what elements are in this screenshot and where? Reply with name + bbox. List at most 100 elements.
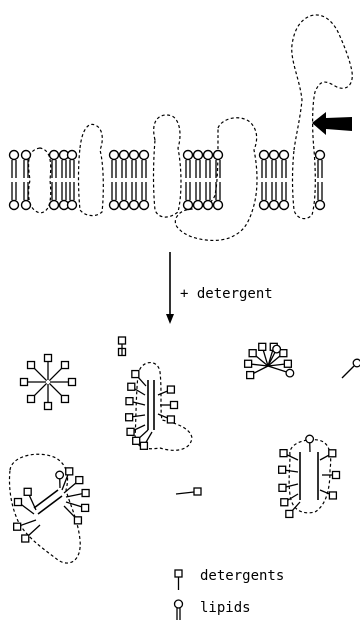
lipid-pair (60, 151, 69, 210)
detergent-molecule (14, 499, 34, 514)
detergent-head (61, 395, 68, 402)
detergent-symbol-icon (175, 570, 182, 590)
detergent-head (28, 362, 35, 369)
lipid-head (22, 201, 31, 210)
lipid-head (50, 201, 59, 210)
lipid-pair (68, 151, 77, 210)
lipid-head (140, 151, 149, 160)
lipid-pair (194, 151, 203, 210)
pointer-arrow (312, 112, 352, 135)
detergent-molecule (28, 362, 47, 381)
lipid-head (194, 151, 203, 160)
legend-detergents-label: detergents (200, 568, 284, 584)
lipid-head (110, 201, 119, 210)
lipid-pair (50, 151, 59, 210)
detergent-molecule (158, 414, 174, 423)
lipid-bilayer (10, 151, 325, 210)
detergent-head (45, 403, 52, 410)
legend-lipids-label: lipids (200, 600, 251, 616)
lipid-pair (280, 151, 289, 210)
detergent-molecule (14, 520, 36, 530)
lipid-head (50, 151, 59, 160)
lipid-head (270, 201, 279, 210)
detergent-head (245, 360, 252, 367)
detergent-head (280, 450, 287, 457)
lipid-pair (130, 151, 139, 210)
detergent-head (61, 362, 68, 369)
detergent-head (194, 488, 201, 495)
detergent-molecule (160, 402, 178, 409)
detergent-head (329, 492, 336, 499)
detergent-head (140, 442, 147, 449)
detergent-head (74, 517, 81, 524)
lipid-head (270, 151, 279, 160)
detergent-head (82, 504, 89, 511)
lipid-head (184, 201, 193, 210)
detergent-molecule (279, 484, 298, 491)
detergent-head (21, 379, 28, 386)
lipid-pair (140, 151, 149, 210)
lipid-head (316, 151, 325, 160)
detergent-head (76, 477, 83, 484)
detergent-head (280, 350, 287, 357)
detergent-molecule (66, 490, 89, 497)
detergent-head (14, 499, 21, 506)
lipid-head (280, 201, 289, 210)
lipid-pair (184, 151, 193, 210)
detergent-molecule (64, 506, 81, 524)
lipid-pair (10, 151, 19, 210)
lipid-tail (34, 490, 58, 508)
lipid-molecule (306, 435, 314, 452)
detergent-head (119, 337, 126, 344)
detergent-head (28, 395, 35, 402)
lipid-head (120, 201, 129, 210)
lipid-head (120, 151, 129, 160)
detergent-molecule (49, 362, 68, 381)
detergent-head (259, 343, 266, 350)
detergent-head (128, 383, 135, 390)
detergent-head (284, 360, 291, 367)
lipid-head (204, 151, 213, 160)
lipid-head (68, 201, 77, 210)
detergent-head (45, 355, 52, 362)
detergent-head (329, 450, 336, 457)
lipid-pair (270, 151, 279, 210)
lipid-head (184, 151, 193, 160)
detergent-molecule (126, 398, 145, 405)
detergent-molecule (45, 384, 52, 410)
detergent-molecule (322, 472, 340, 479)
lipid-head (214, 201, 223, 210)
detergent-head (249, 350, 256, 357)
lipid-pair (120, 151, 129, 210)
lipid-head (140, 201, 149, 210)
detergent-head (247, 372, 254, 379)
detergent-head (14, 523, 21, 530)
detergent-molecule (320, 450, 336, 460)
step-label: + detergent (180, 286, 273, 302)
lipid-head (260, 201, 269, 210)
detergent-molecule (28, 383, 47, 402)
protein-outline (135, 363, 192, 451)
lipid-head (10, 201, 19, 210)
detergent-head (69, 379, 76, 386)
lipid-head (316, 201, 325, 210)
lipid-head (194, 201, 203, 210)
lipid-head (130, 151, 139, 160)
detergent-head (127, 428, 134, 435)
detergent-head (126, 398, 133, 405)
protein-outline (175, 118, 257, 241)
lipid-symbol-icon (175, 600, 183, 620)
detergent-head (333, 472, 340, 479)
lipid-head (68, 151, 77, 160)
lipid-tail (38, 496, 62, 514)
lipid-head (273, 345, 281, 353)
detergent-head (82, 490, 89, 497)
protein-outline (154, 115, 182, 217)
detergent-molecule (21, 379, 47, 386)
detergent-molecule (45, 355, 52, 381)
detergent-head (279, 484, 286, 491)
detergent-head (281, 499, 288, 506)
detergent-head (24, 488, 31, 495)
lipid-head (214, 151, 223, 160)
